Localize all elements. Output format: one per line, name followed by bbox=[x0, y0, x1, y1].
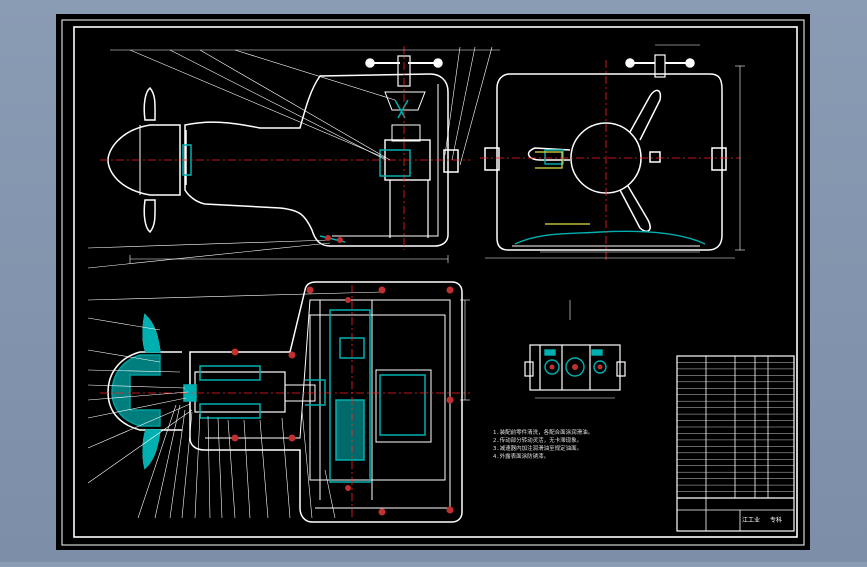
school-name: 江工业 bbox=[742, 516, 760, 524]
parts-list-rows bbox=[677, 362, 794, 492]
plan-view-section bbox=[111, 309, 426, 483]
gearbox-detail-bolts bbox=[549, 364, 603, 370]
inner-frame bbox=[73, 26, 798, 538]
plan-view bbox=[107, 281, 463, 523]
technical-notes: 1.装配前零件清洗，各配合面涂润滑油。 2.传动部分转动灵活，无卡滞现象。 3.… bbox=[493, 428, 593, 460]
side-view-section bbox=[514, 149, 706, 245]
plan-view-bolts bbox=[231, 286, 454, 516]
plan-view-centerlines bbox=[100, 285, 470, 520]
tech-note: 1.装配前零件清洗，各配合面涂润滑油。 bbox=[493, 428, 593, 436]
drawing-code: 专科 bbox=[770, 516, 782, 524]
side-view-dimensions bbox=[485, 44, 745, 259]
front-view-leaders bbox=[87, 46, 500, 301]
front-view-centerlines bbox=[100, 46, 470, 250]
plan-view-leaders bbox=[87, 299, 470, 519]
gearbox-detail-section bbox=[544, 349, 607, 377]
tech-note: 2.传动部分转动灵活，无卡滞现象。 bbox=[493, 436, 582, 444]
side-view-centerlines bbox=[480, 60, 740, 260]
side-view-highlight bbox=[535, 151, 590, 225]
tech-note: 3.减速器内加注润滑油至规定油面。 bbox=[493, 444, 582, 452]
title-block-text: 江工业 专科 bbox=[742, 516, 782, 524]
gearbox-detail bbox=[524, 300, 626, 399]
tech-note: 4.外露表面涂防锈漆。 bbox=[493, 452, 549, 460]
front-view-fasteners bbox=[325, 235, 343, 243]
outer-frame bbox=[61, 19, 805, 546]
